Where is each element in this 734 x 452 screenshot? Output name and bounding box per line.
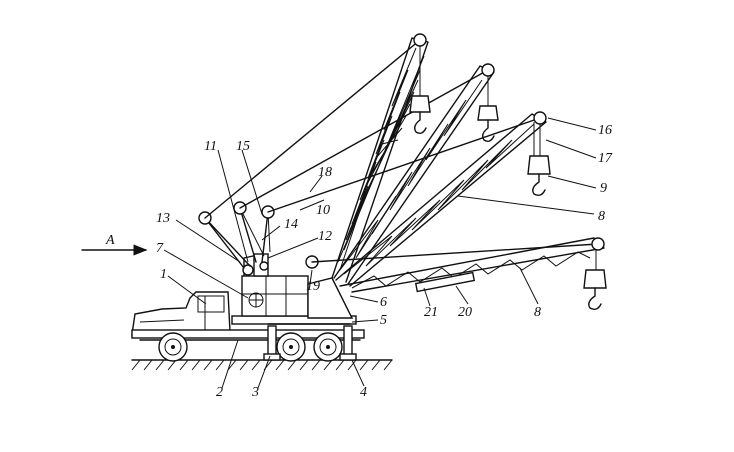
callout-5: 5 [380, 313, 387, 328]
callout-4: 4 [360, 385, 367, 400]
callout-6: 6 [380, 295, 387, 310]
callout-1: 1 [160, 267, 167, 282]
callouts: 1 2 3 4 5 6 7 8 8 8 9 10 11 12 13 14 15 … [156, 123, 613, 400]
hook-block-1 [409, 46, 431, 135]
callout-3: 3 [251, 385, 259, 400]
hook-block-4 [583, 250, 607, 311]
rear-wheel-2 [313, 332, 343, 362]
sheaves [413, 33, 605, 251]
boom-4 [339, 237, 605, 293]
front-wheel [158, 332, 188, 362]
callout-8b: 8 [534, 305, 541, 320]
callout-14: 14 [284, 217, 298, 232]
view-label: A [105, 233, 115, 248]
callout-18: 18 [318, 165, 332, 180]
callout-16: 16 [598, 123, 612, 138]
callout-7: 7 [156, 241, 164, 256]
callout-17: 17 [598, 151, 613, 166]
callout-20: 20 [458, 305, 472, 320]
boom-3 [335, 113, 547, 287]
turret [241, 253, 354, 319]
callout-2: 2 [216, 385, 223, 400]
callout-21: 21 [424, 305, 438, 320]
callout-9: 9 [600, 181, 607, 196]
pendant-ropes [204, 39, 599, 263]
callout-13: 13 [156, 211, 170, 226]
leader-lines [163, 117, 597, 389]
callout-11: 11 [204, 139, 217, 154]
truck [131, 291, 365, 362]
hook-block-2 [477, 76, 499, 143]
rear-wheel-1 [276, 332, 306, 362]
callout-10: 10 [316, 203, 330, 218]
callout-12: 12 [318, 229, 332, 244]
hook-block-3 [527, 122, 551, 197]
outriggers [263, 325, 357, 361]
view-arrow: A [81, 233, 148, 256]
a-frame [198, 201, 275, 269]
callout-15: 15 [236, 139, 250, 154]
callout-8a: 8 [598, 209, 605, 224]
callout-19: 19 [306, 279, 320, 294]
